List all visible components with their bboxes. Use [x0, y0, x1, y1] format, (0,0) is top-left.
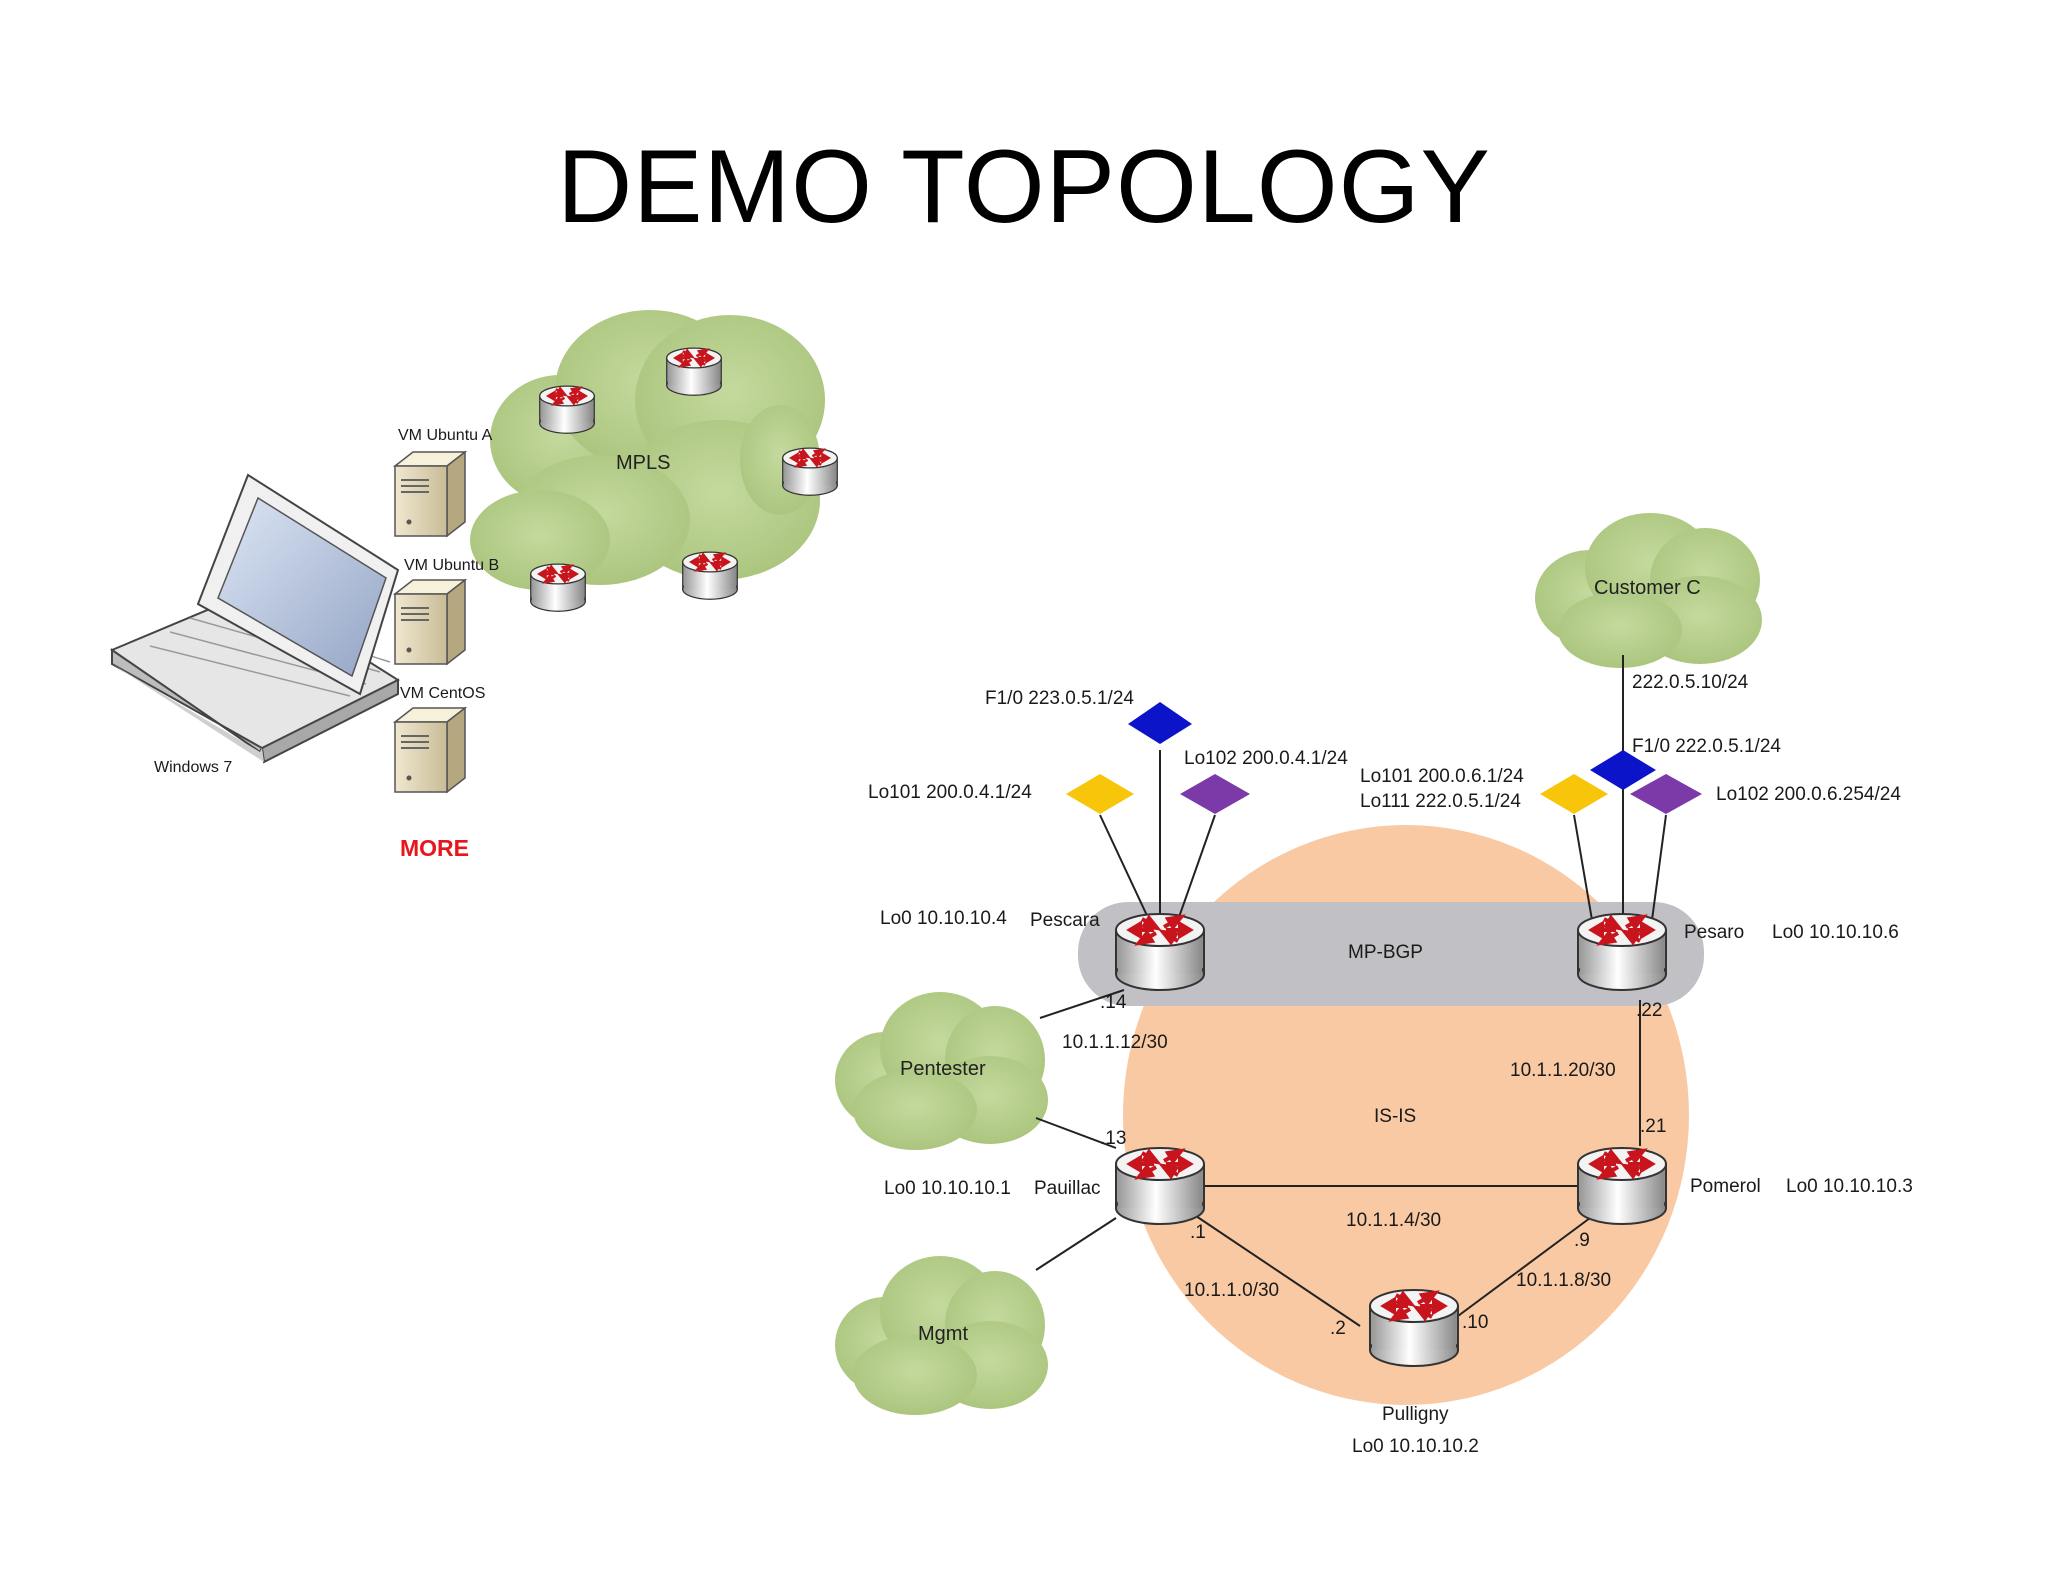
mpls-router-1 [538, 384, 596, 435]
mgmt-cloud: Mgmt [835, 1256, 1048, 1415]
router-icon-pescara [1114, 912, 1206, 992]
server-icon-centos [394, 707, 466, 793]
server-icon-ubuntu-a [394, 451, 466, 537]
pescara-f10-diamond [1128, 702, 1192, 744]
subnet-pesaro-pomerol: 10.1.1.20/30 [1510, 1060, 1616, 1081]
mpbgp-band [1078, 902, 1704, 1006]
mpls-router-3 [781, 446, 839, 497]
pesaro-f10-diamond [1590, 750, 1656, 790]
isis-label: IS-IS [1374, 1106, 1416, 1127]
server-icon-ubuntu-b [394, 579, 466, 665]
subnet-pauillac-pulligny: 10.1.1.0/30 [1184, 1280, 1279, 1301]
mpls-cloud-label: MPLS [616, 452, 670, 474]
more-link: MORE [400, 835, 469, 861]
pescara-lo101-label: Lo101 200.0.4.1/24 [868, 782, 1032, 803]
router-icon-pulligny [1368, 1288, 1460, 1368]
customer-cloud: Customer C [1535, 513, 1762, 668]
router-icon-pomerol [1576, 1146, 1668, 1226]
router-icon-pesaro [1576, 912, 1668, 992]
host-label: Windows 7 [154, 759, 232, 776]
mgmt-cloud-label: Mgmt [918, 1323, 968, 1345]
laptop-icon [109, 473, 401, 764]
pescara-lo102-label: Lo102 200.0.4.1/24 [1184, 748, 1348, 769]
pauillac-name: Pauillac [1034, 1178, 1101, 1199]
host-pomerol-9: .9 [1574, 1230, 1590, 1251]
pescara-name: Pescara [1030, 910, 1100, 931]
vm-label-centos: VM CentOS [400, 685, 485, 702]
pescara-lo102-diamond [1180, 774, 1250, 814]
mpls-router-4 [529, 562, 587, 613]
host-pomerol-21: .21 [1640, 1116, 1666, 1137]
vm-label-ubuntu-a: VM Ubuntu A [398, 427, 493, 444]
pomerol-loopback: Lo0 10.10.10.3 [1786, 1176, 1913, 1197]
host-pauillac-1: .1 [1190, 1222, 1206, 1243]
pauillac-loopback: Lo0 10.10.10.1 [884, 1178, 1011, 1199]
pescara-f10-label: F1/0 223.0.5.1/24 [985, 688, 1134, 709]
pesaro-lo101-diamond [1540, 774, 1608, 814]
subnet-pomerol-pulligny: 10.1.1.8/30 [1516, 1270, 1611, 1291]
router-icon-pauillac [1114, 1146, 1206, 1226]
pulligny-loopback: Lo0 10.10.10.2 [1352, 1436, 1479, 1457]
page-title: DEMO TOPOLOGY [557, 129, 1491, 245]
pesaro-loopback: Lo0 10.10.10.6 [1772, 922, 1899, 943]
subnet-pescara-pauillac: 10.1.1.12/30 [1062, 1032, 1168, 1053]
pesaro-f10-label: F1/0 222.0.5.1/24 [1632, 736, 1781, 757]
mpls-router-5 [681, 550, 739, 601]
pesaro-lo102-label: Lo102 200.0.6.254/24 [1716, 784, 1901, 805]
mpls-router-2 [665, 346, 723, 397]
pesaro-lo102-diamond [1630, 774, 1702, 814]
pentester-cloud: Pentester [835, 992, 1048, 1150]
mpls-cloud: MPLS [470, 310, 825, 590]
pesaro-lo111-label: Lo111 222.0.5.1/24 [1360, 791, 1521, 812]
host-pauillac-13: .13 [1100, 1128, 1126, 1149]
vm-label-ubuntu-b: VM Ubuntu B [404, 557, 499, 574]
subnet-pauillac-pomerol: 10.1.1.4/30 [1346, 1210, 1441, 1231]
pesaro-lo101-label: Lo101 200.0.6.1/24 [1360, 766, 1524, 787]
pescara-loopback: Lo0 10.10.10.4 [880, 908, 1007, 929]
pulligny-name: Pulligny [1382, 1404, 1449, 1425]
host-pulligny-2: .2 [1330, 1318, 1346, 1339]
pesaro-name: Pesaro [1684, 922, 1744, 943]
pescara-lo101-diamond [1066, 774, 1134, 814]
host-pesaro-22: .22 [1636, 1000, 1662, 1021]
customer-link-label: 222.0.5.10/24 [1632, 672, 1749, 693]
pomerol-name: Pomerol [1690, 1176, 1761, 1197]
host-pulligny-10: .10 [1462, 1312, 1488, 1333]
mpbgp-label: MP-BGP [1348, 942, 1423, 963]
customer-cloud-label: Customer C [1594, 577, 1701, 599]
pentester-cloud-label: Pentester [900, 1058, 986, 1080]
links [1035, 655, 1667, 1327]
host-pescara-14: .14 [1100, 992, 1127, 1013]
